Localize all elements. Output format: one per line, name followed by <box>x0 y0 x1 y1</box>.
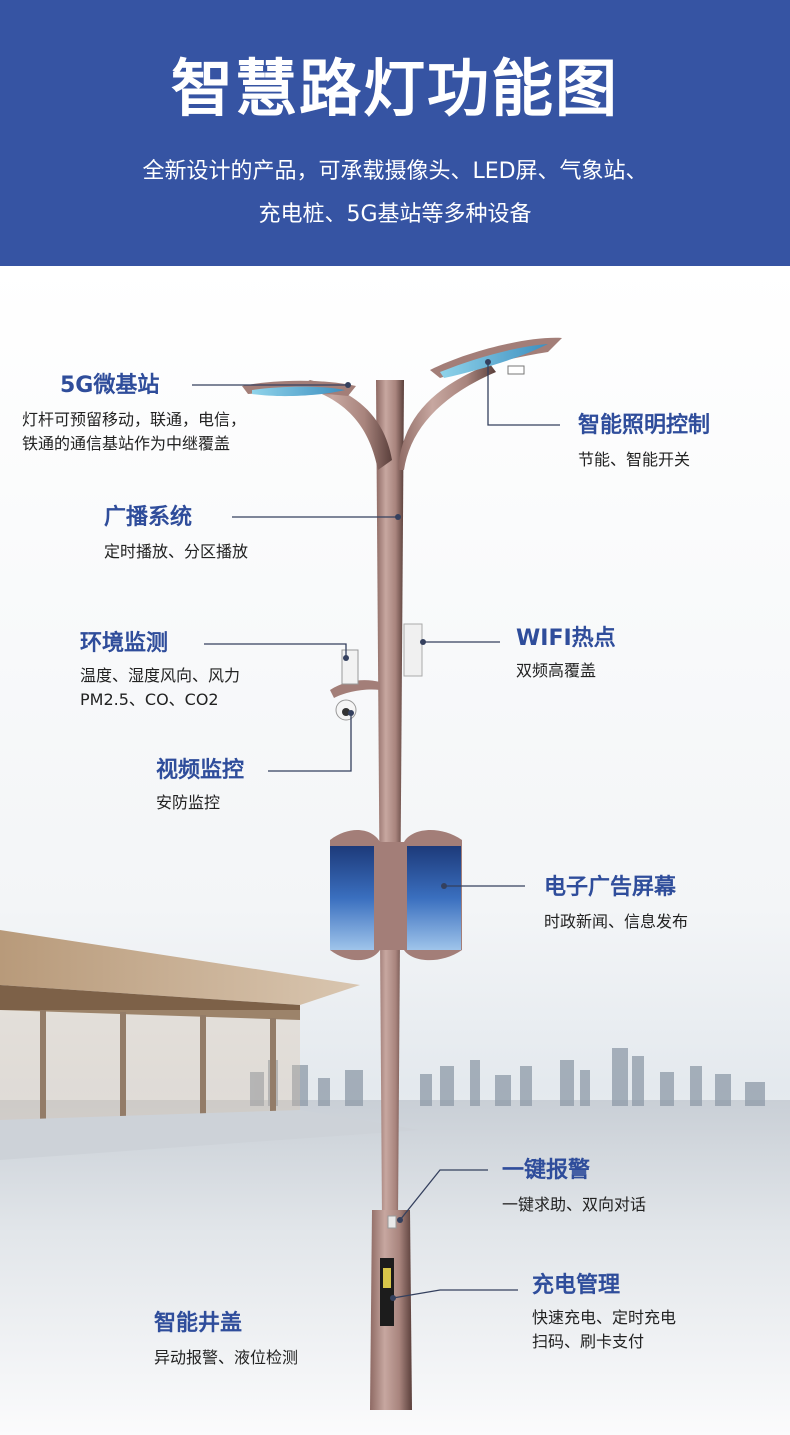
micro-base-station-desc-line1: 灯杆可预留移动，联通，电信， <box>22 410 247 429</box>
label-charging: 充电管理 快速充电、定时充电 扫码、刷卡支付 <box>532 1272 676 1354</box>
label-wifi: WIFI热点 双频高覆盖 <box>516 625 616 683</box>
label-video: 视频监控 安防监控 <box>156 757 244 815</box>
page-title: 智慧路灯功能图 <box>170 52 619 125</box>
wifi-title: WIFI热点 <box>516 626 616 651</box>
label-environment: 环境监测 温度、湿度风向、风力 PM2.5、CO、CO2 <box>80 630 240 712</box>
ad-screen-title: 电子广告屏幕 <box>544 875 677 900</box>
charging-desc-line1: 快速充电、定时充电 <box>532 1308 677 1327</box>
manhole-desc: 异动报警、液位检测 <box>154 1348 299 1367</box>
video-title: 视频监控 <box>156 758 245 783</box>
micro-base-station-desc-line2: 铁通的通信基站作为中继覆盖 <box>22 434 231 453</box>
smart-lighting-title: 智能照明控制 <box>578 413 711 438</box>
charging-desc-line2: 扫码、刷卡支付 <box>532 1332 645 1351</box>
environment-desc-line2: PM2.5、CO、CO2 <box>80 690 219 709</box>
micro-base-station-title: 5G微基站 <box>60 373 160 398</box>
micro-base-station-desc: 灯杆可预留移动，联通，电信， 铁通的通信基站作为中继覆盖 <box>22 408 246 456</box>
broadcast-desc: 定时播放、分区播放 <box>104 542 249 561</box>
page-subtitle-line2: 充电桩、5G基站等多种设备 <box>258 202 532 227</box>
broadcast-title: 广播系统 <box>104 505 193 530</box>
ad-screen-desc: 时政新闻、信息发布 <box>544 912 689 931</box>
manhole-title: 智能井盖 <box>154 1311 243 1336</box>
street-scene-illustration <box>0 266 790 1435</box>
environment-title: 环境监测 <box>80 631 169 656</box>
header-banner: 智慧路灯功能图 全新设计的产品，可承载摄像头、LED屏、气象站、 充电桩、5G基… <box>0 0 790 266</box>
environment-desc-line1: 温度、湿度风向、风力 <box>80 666 241 685</box>
wifi-desc: 双频高覆盖 <box>516 661 597 680</box>
video-desc: 安防监控 <box>156 793 221 812</box>
charging-title: 充电管理 <box>532 1273 621 1298</box>
label-micro-base-station: 5G微基站 <box>60 372 159 400</box>
alarm-desc: 一键求助、双向对话 <box>502 1195 647 1214</box>
page-subtitle-line1: 全新设计的产品，可承载摄像头、LED屏、气象站、 <box>142 159 648 184</box>
label-manhole: 智能井盖 异动报警、液位检测 <box>154 1310 298 1370</box>
smart-lighting-desc: 节能、智能开关 <box>578 450 691 469</box>
label-alarm: 一键报警 一键求助、双向对话 <box>502 1157 646 1217</box>
label-smart-lighting: 智能照明控制 节能、智能开关 <box>578 412 710 472</box>
label-broadcast: 广播系统 定时播放、分区播放 <box>104 504 248 564</box>
label-ad-screen: 电子广告屏幕 时政新闻、信息发布 <box>544 874 688 934</box>
alarm-title: 一键报警 <box>502 1158 591 1183</box>
